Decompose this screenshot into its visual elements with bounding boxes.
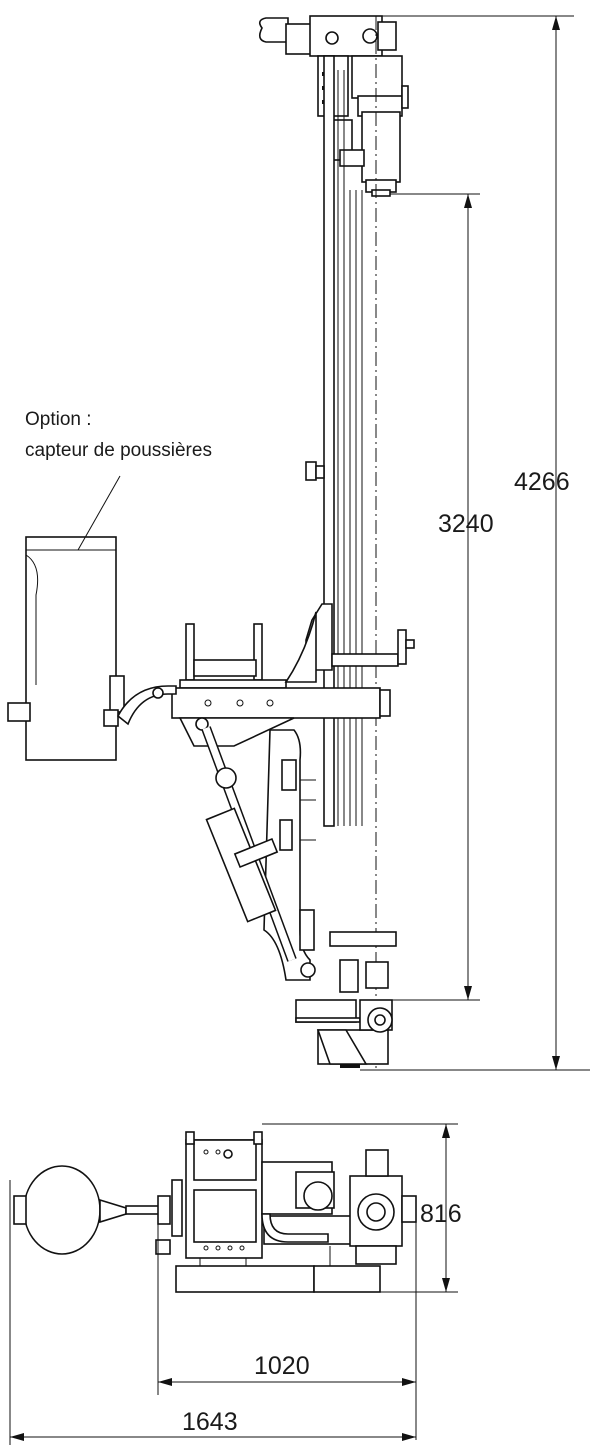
- dimension-1020: [157, 1210, 417, 1440]
- top-view-drawing: [13, 1131, 417, 1293]
- dimension-stroke-length-label: 3240: [438, 510, 494, 538]
- option-label: Option :: [25, 409, 92, 430]
- dust-collector-drawing: [7, 475, 177, 761]
- dimension-1643-label: 1643: [182, 1408, 238, 1436]
- dimension-3240: [390, 193, 480, 1001]
- arrowhead-icon: [402, 1433, 416, 1441]
- mast-foot: [295, 999, 393, 1068]
- option-sublabel: capteur de poussières: [25, 440, 212, 461]
- arrowhead-icon: [442, 1278, 450, 1292]
- arrowhead-icon: [402, 1378, 416, 1386]
- arrowhead-icon: [464, 194, 472, 208]
- dimension-816: [262, 1123, 458, 1293]
- dimension-depth-label: 816: [420, 1200, 462, 1228]
- dimension-1020-label: 1020: [254, 1352, 310, 1380]
- mast-side-view: [171, 15, 415, 1070]
- arrowhead-icon: [158, 1378, 172, 1386]
- arrowhead-icon: [10, 1433, 24, 1441]
- arrowhead-icon: [464, 986, 472, 1000]
- dimension-total-height-label: 4266: [514, 468, 570, 496]
- hydraulic-cylinder: [201, 726, 316, 978]
- arrowhead-icon: [552, 1056, 560, 1070]
- dimension-4266: [320, 15, 590, 1071]
- dimension-1643: [9, 1180, 416, 1445]
- arrowhead-icon: [552, 16, 560, 30]
- rotary-head: [258, 15, 409, 197]
- mast-clamp-upper: [305, 603, 415, 947]
- arrowhead-icon: [442, 1124, 450, 1138]
- boom-arm: [171, 611, 391, 747]
